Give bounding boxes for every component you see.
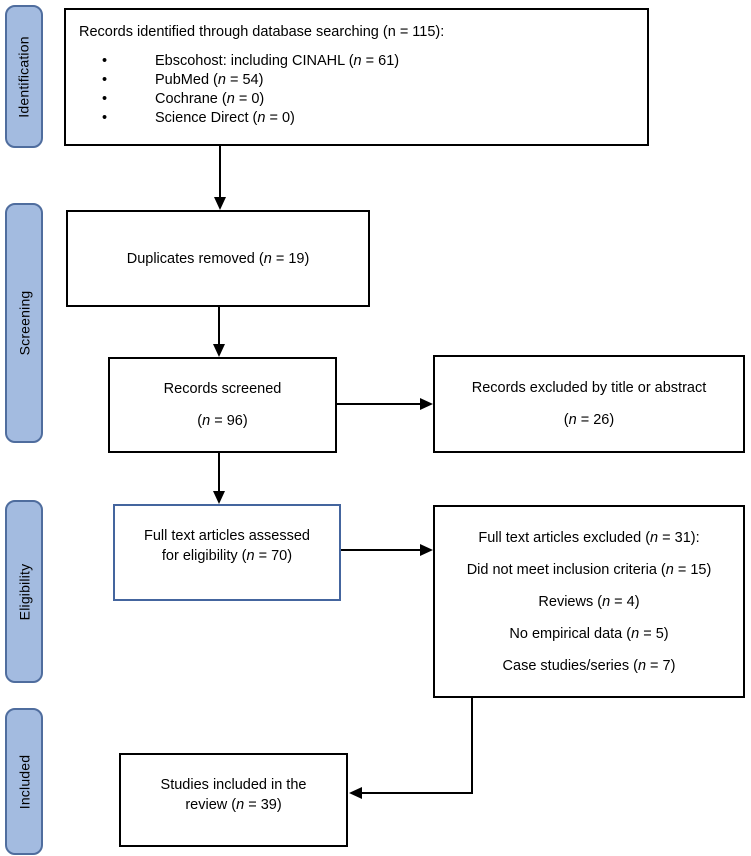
fulltext-assessed-text: Full text articles assessed [143,527,310,544]
records-screened-count: (n = 96) [197,413,248,429]
arrow-duplicates-to-screened [213,307,225,357]
box-studies-included: Studies included in the review (n = 39) [119,753,348,847]
studies-included-count: review (n = 39) [185,797,282,813]
box-duplicates-removed: Duplicates removed (n = 19) [66,210,370,307]
arrow-identified-to-duplicates [214,146,226,210]
records-screened-text: Records screened [163,381,282,397]
exclusion-reason: Case studies/series (n = 7) [502,657,676,674]
list-item: Science Direct (n = 0) [102,109,647,128]
stage-label: Identification [16,35,33,118]
stage-label: Screening [16,290,32,356]
list-item: Cochrane (n = 0) [102,90,647,109]
arrow-assessed-to-excluded-full [341,544,433,556]
list-item: Ebscohost: including CINAHL (n = 61) [102,52,647,71]
exclusion-reason: No empirical data (n = 5) [509,625,669,642]
stage-identification: Identification [5,5,43,148]
stage-label: Included [16,754,32,809]
database-list: Ebscohost: including CINAHL (n = 61) Pub… [66,52,647,128]
stage-screening: Screening [5,203,43,443]
box-records-excluded: Records excluded by title or abstract (n… [433,355,745,453]
fulltext-assessed-count: for eligibility (n = 70) [161,547,293,564]
exclusion-reason: Reviews (n = 4) [538,593,640,610]
records-excluded-text: Records excluded by title or abstract [471,380,707,396]
arrow-screened-to-assessed [213,452,225,504]
stage-eligibility: Eligibility [5,500,43,683]
records-excluded-count: (n = 26) [563,412,615,428]
box-fulltext-assessed: Full text articles assessed for eligibil… [113,504,341,601]
box-fulltext-excluded: Full text articles excluded (n = 31): Di… [433,505,745,698]
box-records-identified: Records identified through database sear… [64,8,649,146]
box-records-screened: Records screened (n = 96) [108,357,337,453]
records-identified-title: Records identified through database sear… [79,24,445,40]
studies-included-text: Studies included in the [160,777,307,793]
exclusion-reason: Did not meet inclusion criteria (n = 15) [466,561,712,578]
stage-included: Included [5,708,43,855]
fulltext-excluded-title: Full text articles excluded (n = 31): [478,529,700,546]
stage-label: Eligibility [16,563,33,620]
list-item: PubMed (n = 54) [102,71,647,90]
arrow-screened-to-excluded [337,398,433,410]
arrow-excluded-full-to-included [349,698,473,799]
duplicates-removed-text: Duplicates removed (n = 19) [126,250,310,267]
